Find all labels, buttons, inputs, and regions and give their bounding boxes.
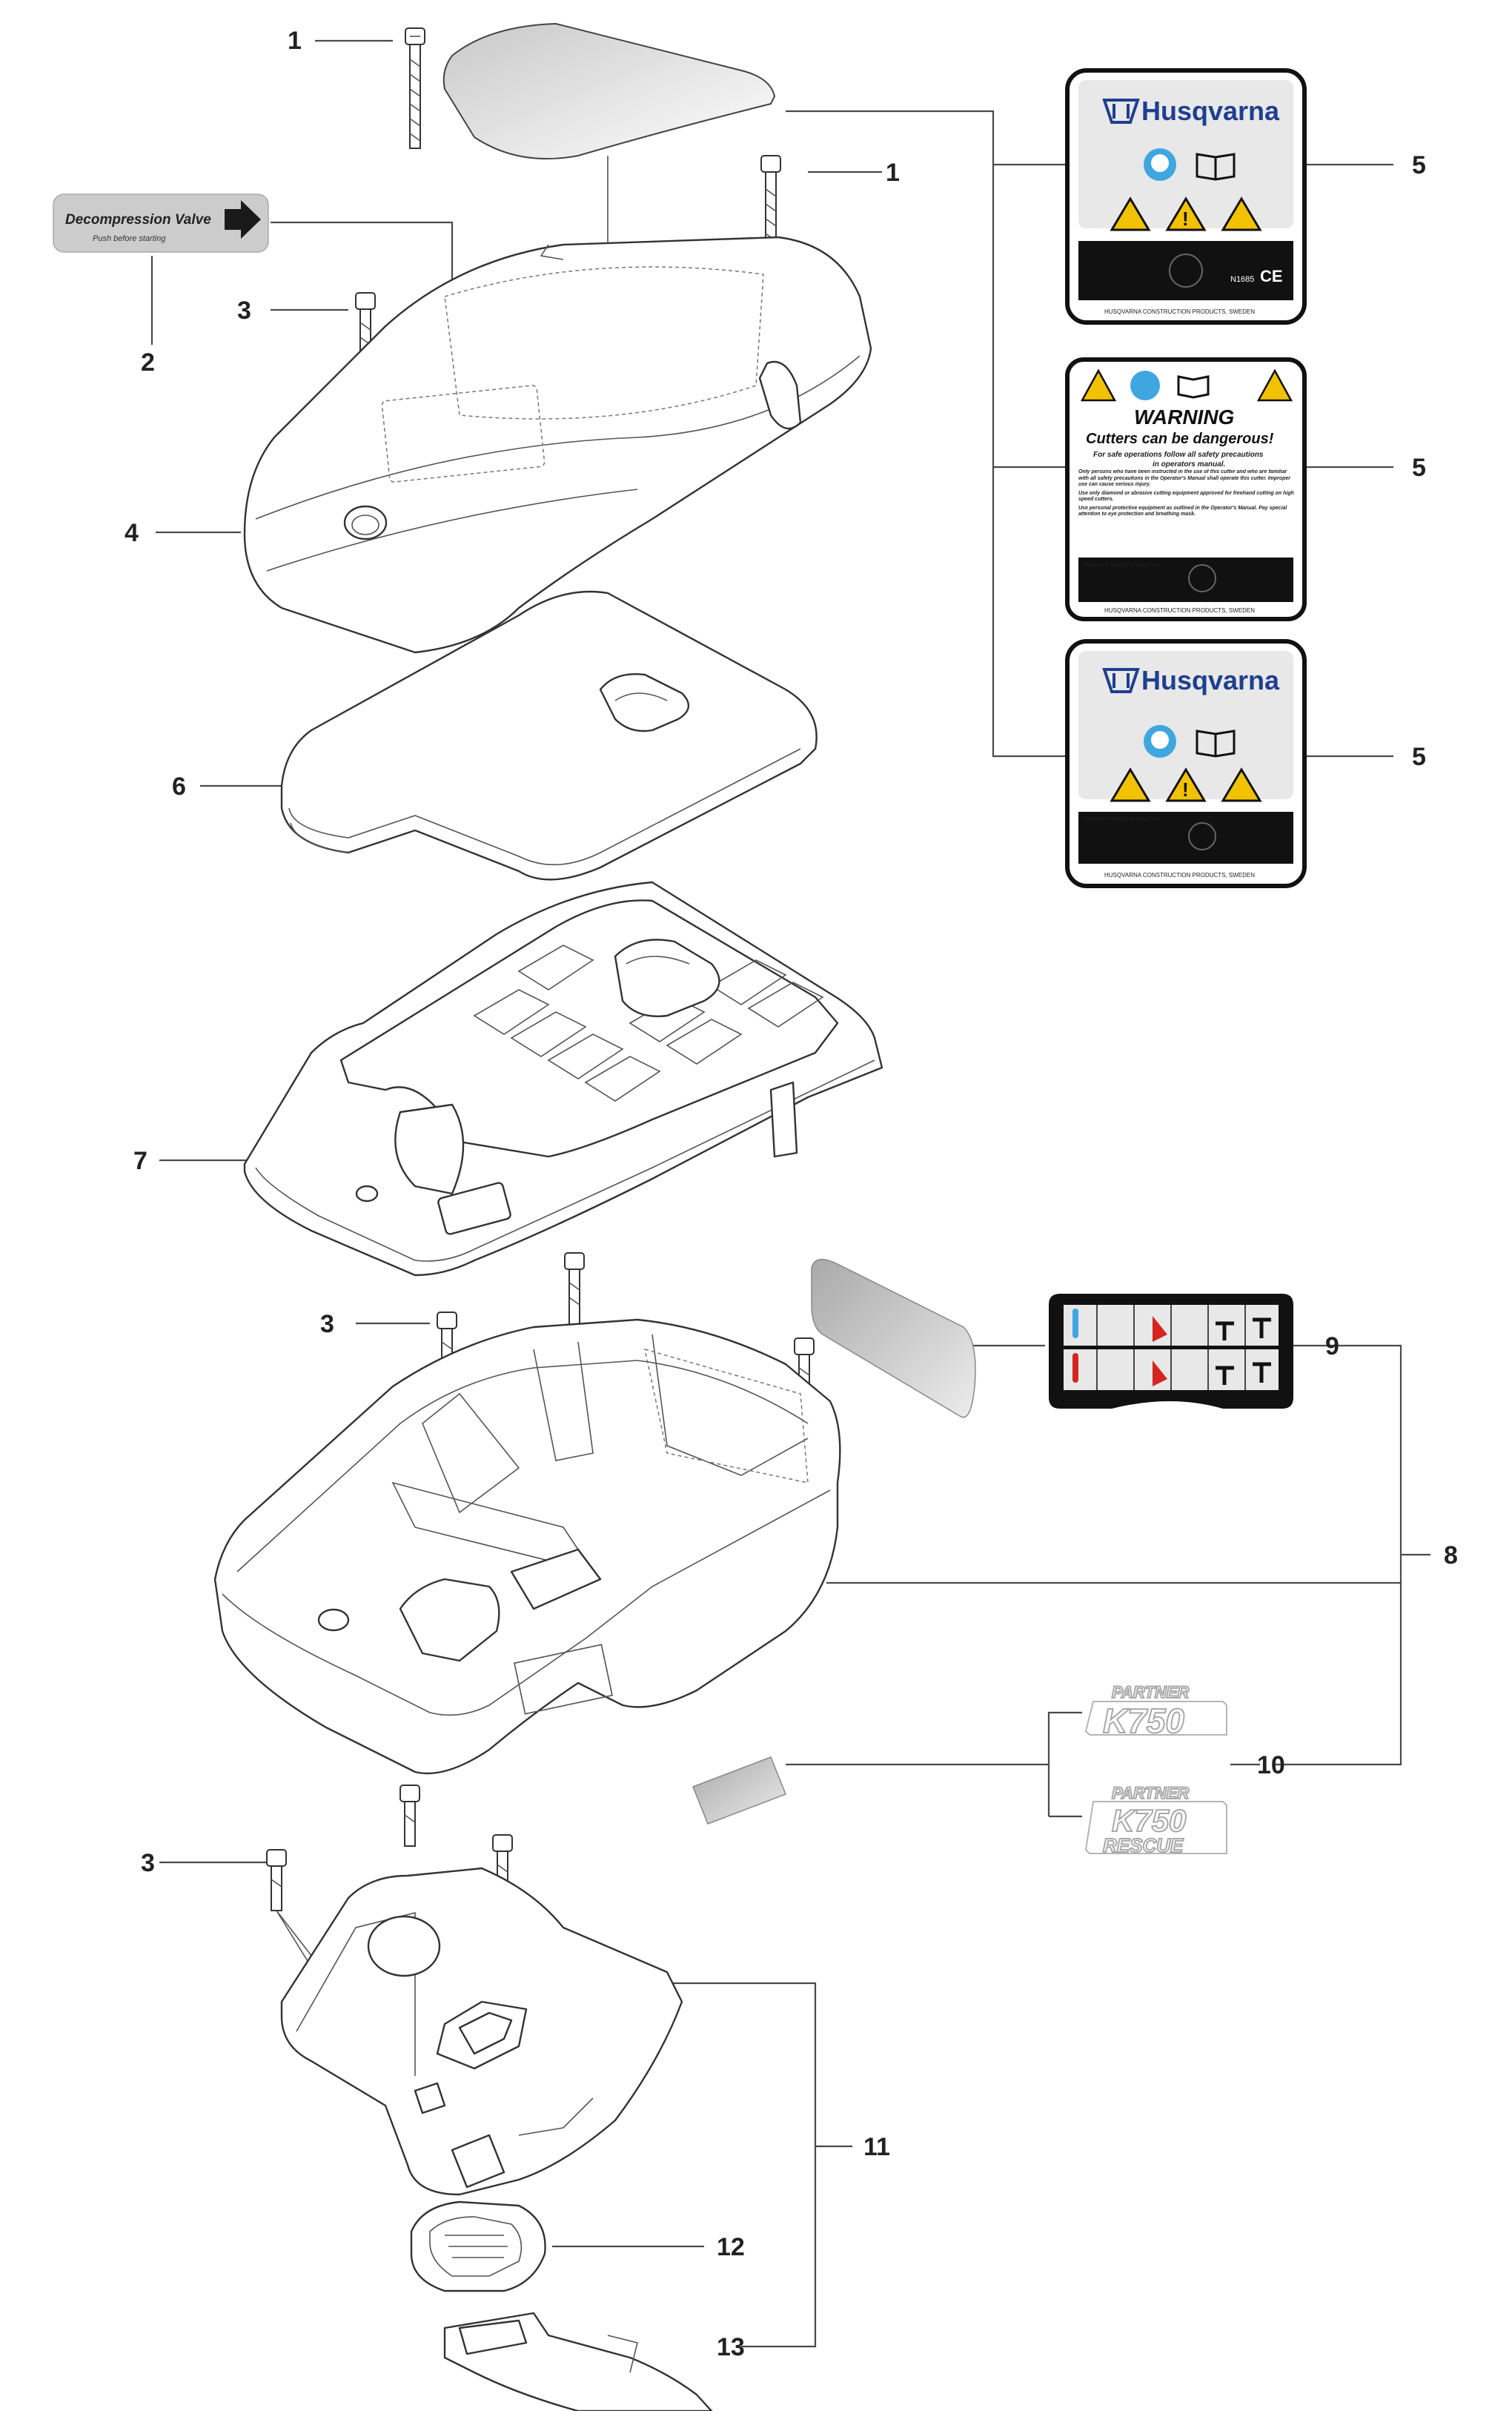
arrow-right-icon <box>225 200 261 239</box>
gasket-part-12 <box>410 2200 546 2292</box>
callout-1a: 1 <box>288 27 302 55</box>
callout-8: 8 <box>1444 1541 1458 1570</box>
callout-9: 9 <box>1325 1332 1339 1360</box>
warning-icon-5c-3 <box>1221 767 1262 802</box>
warning-icon-2 <box>1165 196 1207 231</box>
warning-line2: in operators manual. <box>1153 460 1225 469</box>
cylinder-cover-part-8 <box>213 1318 841 1775</box>
pull-start-icon <box>1253 1317 1271 1338</box>
husqvarna-logo-icon-5c <box>1102 668 1140 693</box>
choke-icon-2 <box>1153 1360 1167 1386</box>
warning-bullet-2: Use only diamond or abrasive cutting equ… <box>1078 490 1294 503</box>
manual-book-icon-5c <box>1196 730 1236 758</box>
decal-valve-title: Decompression Valve <box>65 212 211 228</box>
engine-info-5b: IMPORTANT ENGINE INFORMATION <box>1084 563 1160 568</box>
callout-3b: 3 <box>320 1310 334 1338</box>
choke-icon <box>1153 1316 1167 1342</box>
warning-icon-1 <box>1110 196 1151 231</box>
callout-5b: 5 <box>1412 454 1426 482</box>
callout-3c: 3 <box>141 1849 155 1877</box>
thermometer-hot-icon <box>1072 1353 1078 1383</box>
model-decals-10: PARTNER K750 PARTNER K750 RESCUE <box>1084 1682 1227 1857</box>
filter-part-6 <box>280 590 818 881</box>
warning-line1: For safe operations follow all safety pr… <box>1093 451 1264 459</box>
top-cover-part-4 <box>243 236 872 654</box>
svg-text:!: ! <box>1182 778 1189 801</box>
husqvarna-label-5c: Husqvarna ! IMPORTANT ENGINE INFORMATION… <box>1065 639 1307 888</box>
manual-book-icon <box>1196 153 1236 181</box>
callout-3a: 3 <box>237 297 251 325</box>
svg-text:!: ! <box>1182 208 1189 230</box>
warning-label-5b: WARNING Cutters can be dangerous! For sa… <box>1065 357 1307 621</box>
callout-5c: 5 <box>1412 743 1426 771</box>
svg-text:CE: CE <box>1260 267 1283 285</box>
screw-3c-2 <box>399 1785 420 1847</box>
grey-decal-left <box>692 1756 786 1825</box>
decal-b-line1: PARTNER <box>1112 1784 1189 1802</box>
start-instruction-decal-9 <box>1049 1294 1293 1409</box>
warning-bullet-3: Use personal protective equipment as out… <box>1078 505 1287 517</box>
warning-title: WARNING <box>1134 406 1234 429</box>
filter-holder-part-7 <box>243 881 883 1277</box>
decal-a-line2: K750 <box>1103 1701 1184 1740</box>
grey-decal-right <box>811 1258 976 1418</box>
screw-3b-2 <box>564 1252 585 1329</box>
warning-icon-3 <box>1221 196 1262 231</box>
footer-5c: HUSQVARNA CONSTRUCTION PRODUCTS, SWEDEN <box>1104 872 1255 879</box>
callout-1b: 1 <box>886 159 900 187</box>
husqvarna-logo-icon <box>1102 99 1140 124</box>
engine-info-5c: IMPORTANT ENGINE INFORMATION <box>1084 818 1160 822</box>
warning-icon-5c-2 <box>1165 767 1207 802</box>
lower-cover-part-11 <box>280 1867 683 2196</box>
callout-11: 11 <box>863 2133 890 2161</box>
callout-6: 6 <box>172 773 186 801</box>
model-decal-k750: PARTNER K750 <box>1084 1682 1227 1741</box>
pull-start-icon-2 <box>1253 1362 1271 1383</box>
screw-1a <box>405 27 425 149</box>
footer-5a: HUSQVARNA CONSTRUCTION PRODUCTS, SWEDEN <box>1104 308 1255 315</box>
callout-4: 4 <box>125 519 139 547</box>
warning-bullet-1: Only persons who have been instructed in… <box>1078 469 1291 487</box>
callout-7: 7 <box>133 1147 147 1175</box>
callout-10: 10 <box>1257 1751 1285 1779</box>
decal-b-line3: RESCUE <box>1103 1834 1184 1856</box>
lever-part-13 <box>443 2312 713 2411</box>
decal-b-line2: K750 <box>1112 1803 1186 1838</box>
leader-lines <box>150 39 1430 2348</box>
callout-12: 12 <box>717 2233 745 2261</box>
thermometer-cold-icon <box>1072 1309 1078 1338</box>
warning-icon-5c-1 <box>1110 767 1151 802</box>
callout-numbers: 1 1 2 3 4 5 5 5 6 7 3 9 8 10 3 11 12 13 <box>125 27 1458 2361</box>
callout-13: 13 <box>717 2333 745 2361</box>
decal-a-line1: PARTNER <box>1112 1683 1189 1701</box>
callout-5a: 5 <box>1412 151 1426 179</box>
decal-valve-subtitle: Push before starting <box>93 234 166 243</box>
filter-holder-ribs <box>473 945 824 1102</box>
footer-5b: HUSQVARNA CONSTRUCTION PRODUCTS, SWEDEN <box>1104 607 1255 614</box>
callout-2: 2 <box>141 348 155 377</box>
warning-subtitle: Cutters can be dangerous! <box>1086 431 1274 447</box>
husqvarna-label-5a: Husqvarna ! N1685 CE HUSQVARNA CONSTRUCT… <box>1065 68 1307 325</box>
brand-name-5a: Husqvarna <box>1141 96 1280 126</box>
cert-5a: N1685 <box>1230 275 1254 284</box>
decompression-valve-decal: Decompression Valve Push before starting <box>53 194 269 253</box>
model-decal-k750-rescue: PARTNER K750 RESCUE <box>1084 1783 1227 1857</box>
brand-name-5c: Husqvarna <box>1141 665 1280 695</box>
